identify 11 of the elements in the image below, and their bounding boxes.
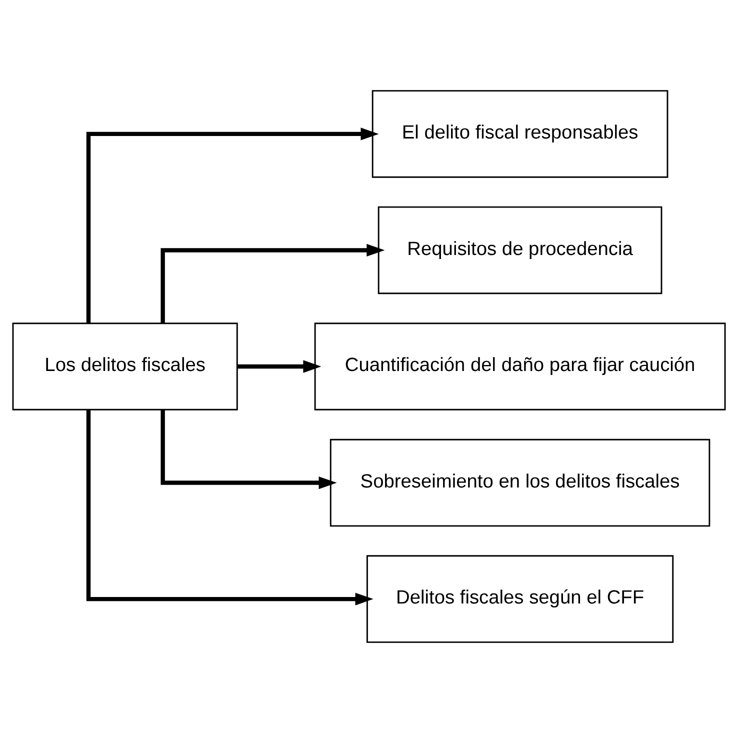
node-box: El delito fiscal responsables — [372, 90, 668, 178]
node-box: Los delitos fiscales — [12, 322, 238, 410]
arrow — [160, 410, 337, 490]
node-box: Delitos fiscales según el CFF — [366, 555, 674, 643]
node-box: Sobreseimiento en los delitos fiscales — [330, 438, 710, 527]
node-box: Cuantificación del daño para fijar caución — [314, 322, 726, 410]
arrow — [160, 244, 385, 324]
arrow — [86, 128, 379, 324]
arrow — [237, 360, 322, 373]
arrow — [86, 410, 374, 606]
node-box: Requisitos de procedencia — [378, 206, 662, 294]
